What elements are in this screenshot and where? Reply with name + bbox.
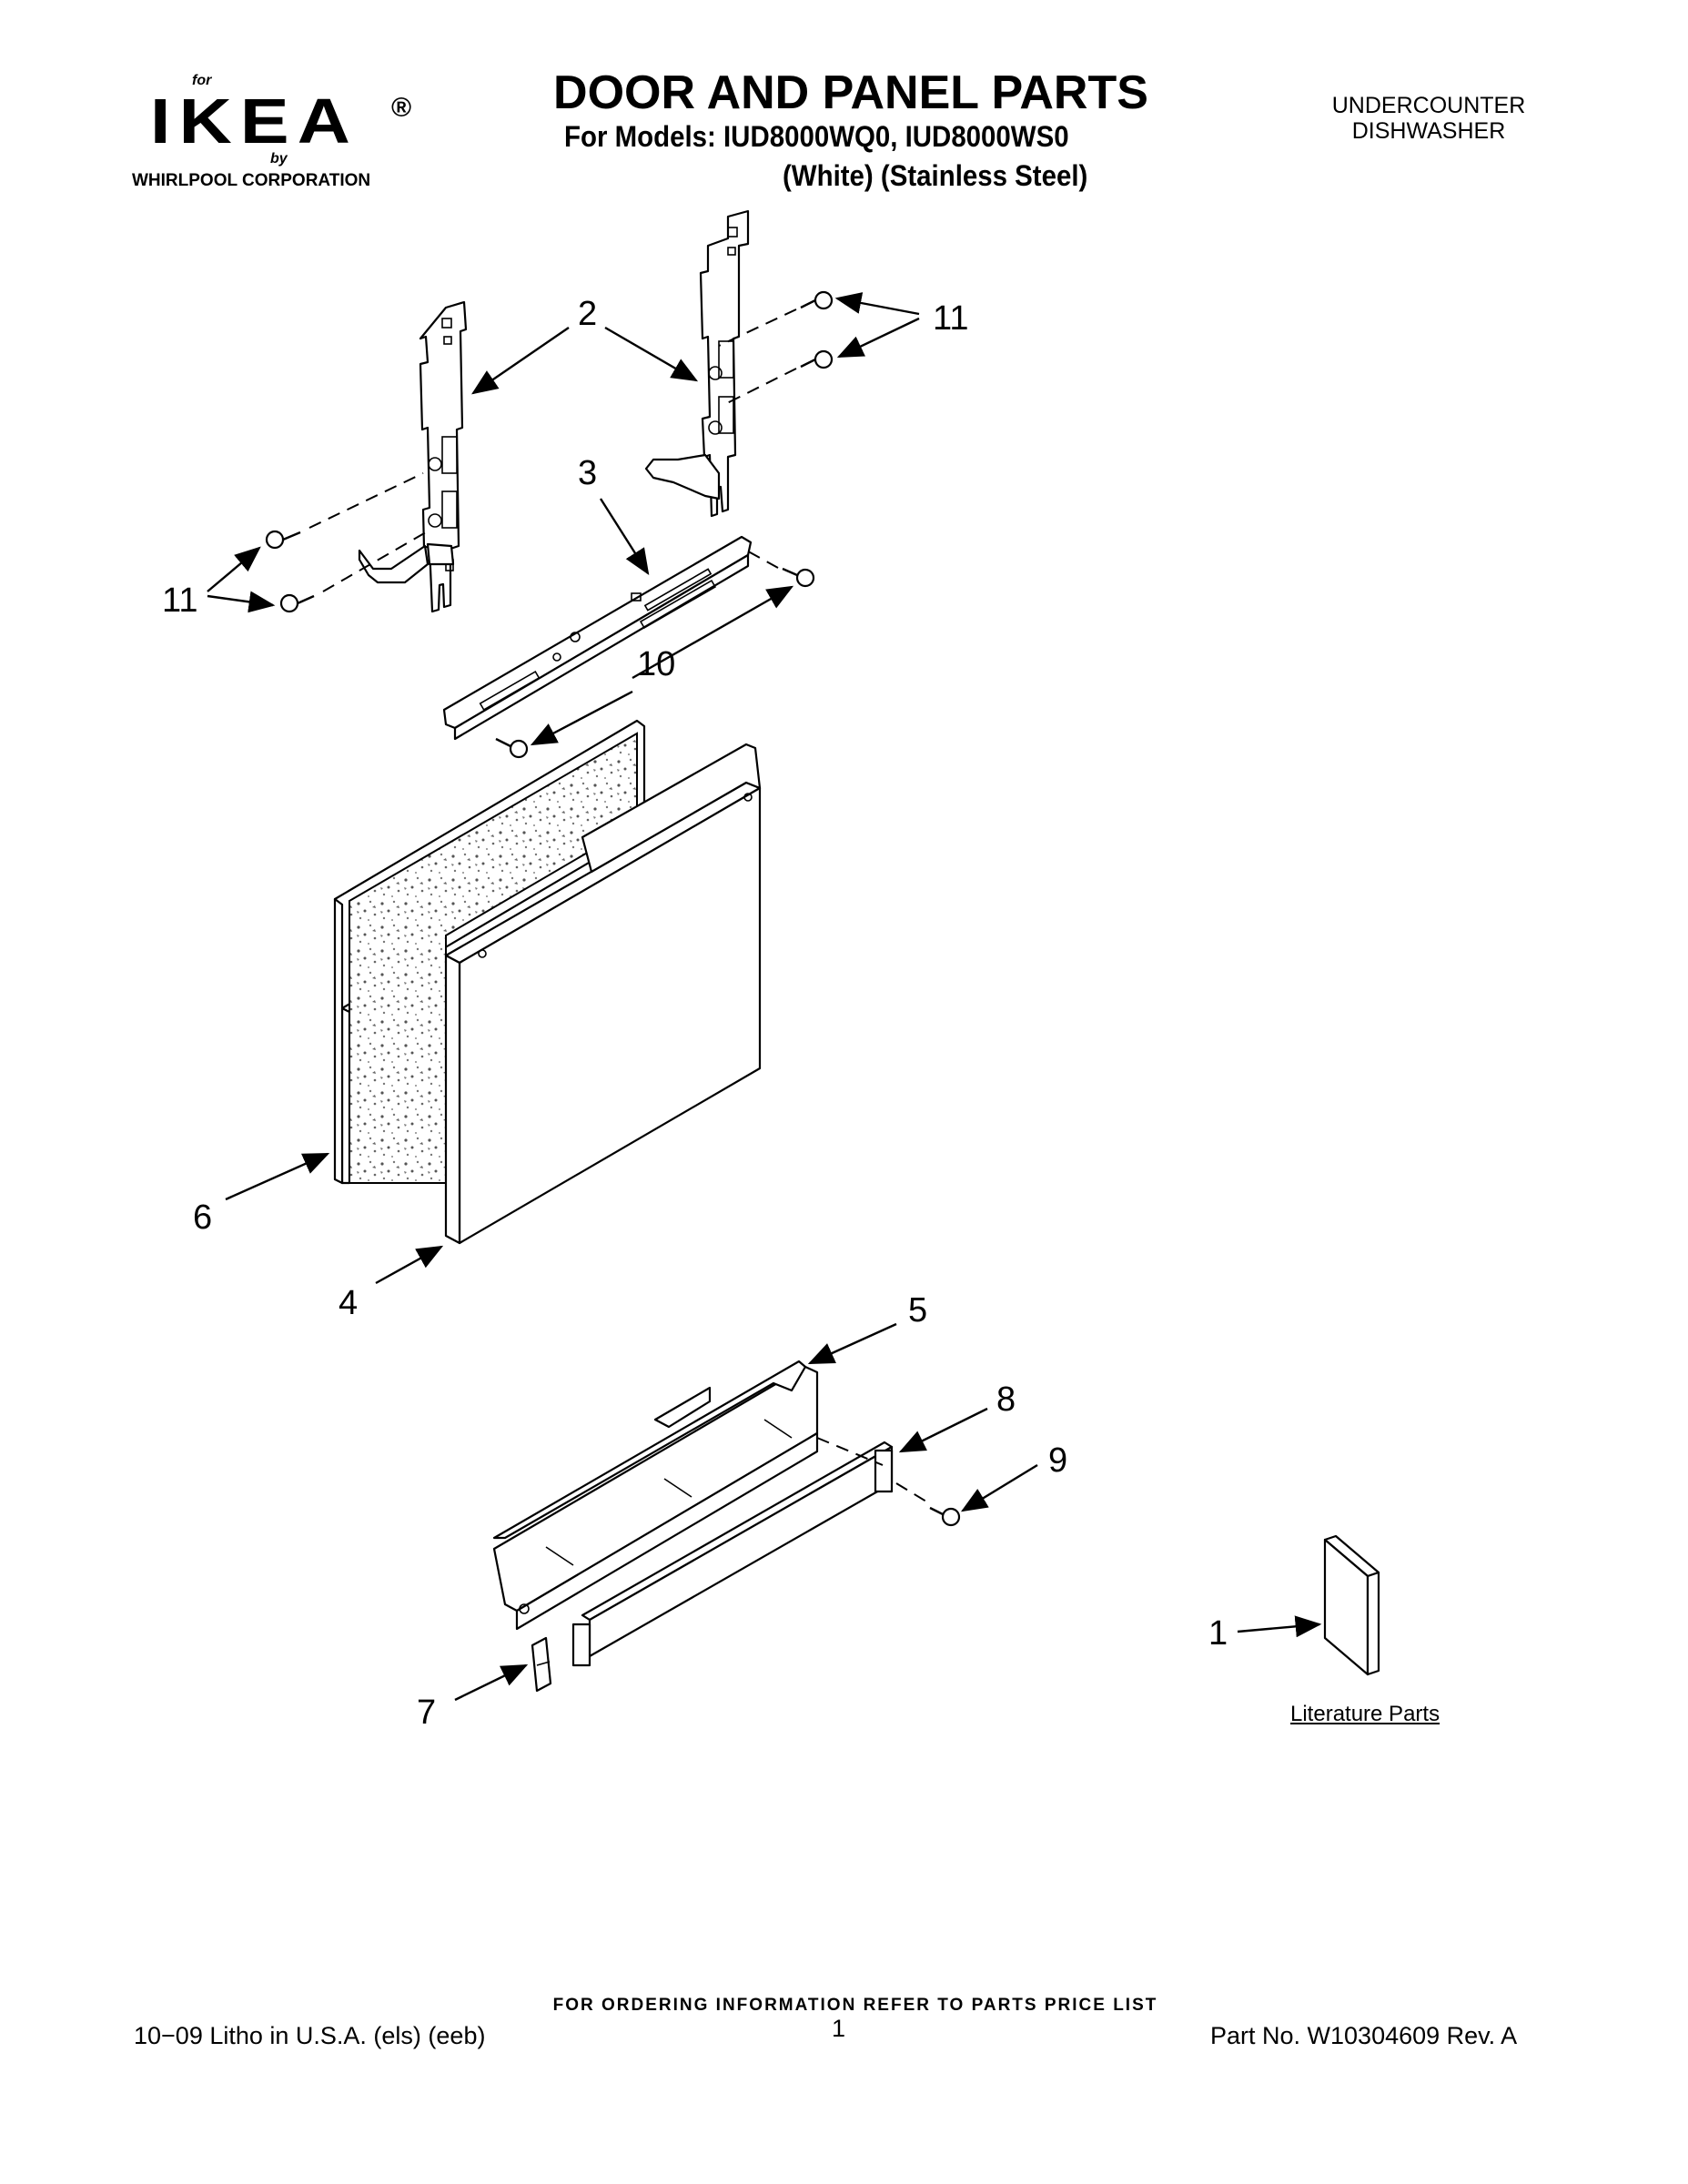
- ikea-logo: for IKEA ® by WHIRLPOOL CORPORATION: [132, 73, 432, 200]
- category-line-1: UNDERCOUNTER: [1331, 93, 1526, 118]
- callout-10: 10: [637, 645, 676, 683]
- callout-11-left: 11: [162, 581, 198, 620]
- screw-11-left-top: [265, 530, 301, 550]
- screw-10-right: [782, 567, 815, 588]
- left-hinge-bracket: [358, 300, 468, 613]
- ordering-info: FOR ORDERING INFORMATION REFER TO PARTS …: [552, 1996, 1158, 2015]
- callout-8: 8: [996, 1380, 1016, 1419]
- logo-brand: IKEA: [150, 86, 359, 157]
- category-line-2: DISHWASHER: [1351, 118, 1506, 144]
- right-hinge-bracket: [644, 209, 750, 518]
- door-insulation-panel: [333, 719, 646, 1185]
- callout-4: 4: [339, 1284, 359, 1322]
- callout-1: 1: [1208, 1614, 1228, 1653]
- callout-9: 9: [1048, 1441, 1068, 1480]
- outer-door-panel: [444, 743, 762, 1245]
- page-number: 1: [832, 2015, 846, 2042]
- logo-corporation: WHIRLPOOL CORPORATION: [132, 171, 371, 190]
- logo-for-text: for: [192, 73, 212, 88]
- lower-panel-bracket: [492, 1360, 819, 1631]
- literature-book: [1323, 1534, 1380, 1676]
- screw-10-left: [495, 737, 529, 759]
- screw-11-left-bottom: [279, 593, 315, 613]
- callout-3: 3: [578, 454, 598, 492]
- variants-line: (White) (Stainless Steel): [783, 159, 1088, 192]
- page-title: DOOR AND PANEL PARTS: [553, 66, 1148, 119]
- literature-parts-label: Literature Parts: [1290, 1702, 1440, 1726]
- litho-info: 10−09 Litho in U.S.A. (els) (eeb): [134, 2022, 486, 2049]
- panel-clip: [531, 1636, 552, 1693]
- models-line: For Models: IUD8000WQ0, IUD8000WS0: [564, 120, 1069, 153]
- door-channel-bar: [442, 535, 753, 741]
- callout-11-right: 11: [933, 299, 969, 338]
- toe-kick-trim: [571, 1441, 894, 1667]
- callout-7: 7: [417, 1694, 437, 1732]
- screw-11-right-bottom: [800, 349, 834, 369]
- screw-9: [929, 1506, 961, 1527]
- callout-6: 6: [193, 1198, 213, 1237]
- part-number: Part No. W10304609 Rev. A: [1210, 2022, 1518, 2049]
- screw-11-right-top: [800, 290, 834, 310]
- logo-by-text: by: [270, 151, 288, 167]
- callout-2: 2: [578, 295, 598, 333]
- logo-registered-mark: ®: [391, 93, 412, 123]
- callout-5: 5: [908, 1291, 928, 1330]
